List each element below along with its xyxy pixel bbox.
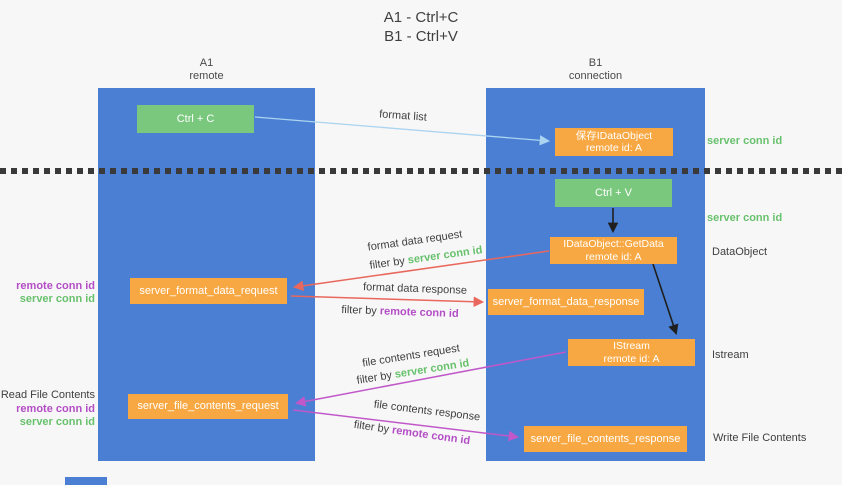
label-write-file-contents: Write File Contents	[713, 432, 807, 444]
label-server-conn-id-left-bottom: server conn id	[19, 416, 95, 428]
label-remote-conn-id-left-top: remote conn id	[16, 280, 95, 292]
label-remote-conn-id-left-bottom: remote conn id	[16, 403, 95, 415]
node-ctrl-v-label: Ctrl + V	[595, 186, 632, 199]
title-line-2: B1 - Ctrl+V	[384, 28, 458, 45]
node-server-file-contents-response-label: server_file_contents_response	[530, 432, 681, 445]
remote-conn-id-text-2: remote conn id	[391, 424, 471, 448]
label-server-conn-id-left-top: server conn id	[19, 293, 95, 305]
node-idataobject-getdata-line1: IDataObject::GetData	[563, 238, 664, 250]
label-filter-by-remote-conn-id-1: filter by remote conn id	[341, 304, 459, 320]
node-server-file-contents-response: server_file_contents_response	[524, 426, 687, 452]
node-istream-line2: remote id: A	[603, 352, 660, 365]
lifeline-header-b1: B1 connection	[486, 57, 705, 83]
label-filter-by-remote-conn-id-2: filter by remote conn id	[353, 419, 471, 447]
bottom-left-blue-strip	[65, 477, 107, 485]
label-server-conn-id-right-mid: server conn id	[707, 212, 783, 224]
lifeline-a1-title: A1	[199, 57, 214, 69]
label-read-file-contents: Read File Contents	[0, 389, 95, 401]
node-save-dataobject-line1: 保存IDataObject	[575, 129, 653, 142]
node-server-format-data-request: server_format_data_request	[130, 278, 287, 304]
lifeline-header-a1: A1 remote	[98, 57, 315, 83]
node-save-dataobject: 保存IDataObject remote id: A	[555, 128, 673, 156]
node-server-file-contents-request-label: server_file_contents_request	[137, 400, 279, 412]
node-ctrl-c-label: Ctrl + C	[176, 112, 215, 125]
label-istream: Istream	[712, 349, 749, 361]
label-format-list: format list	[378, 108, 428, 124]
label-file-contents-response: file contents response	[373, 398, 481, 424]
node-idataobject-getdata: IDataObject::GetData remote id: A	[550, 237, 677, 264]
node-server-file-contents-request: server_file_contents_request	[128, 394, 288, 419]
label-server-conn-id-right-top: server conn id	[707, 135, 783, 147]
lifeline-b1-title: B1	[588, 57, 603, 69]
node-save-dataobject-line2: remote id: A	[585, 142, 643, 154]
remote-conn-id-text-1: remote conn id	[379, 305, 459, 321]
node-ctrl-v: Ctrl + V	[555, 179, 672, 207]
filter-by-text-4: filter by	[353, 418, 390, 436]
phase-separator-dashed-line	[0, 168, 842, 174]
node-server-format-data-request-label: server_format_data_request	[139, 284, 278, 297]
lifeline-b1-subtitle: connection	[568, 70, 623, 82]
filter-by-text-3: filter by	[355, 369, 393, 387]
lifeline-a1-subtitle: remote	[189, 70, 224, 82]
filter-by-text-2: filter by	[341, 303, 378, 318]
node-istream-line1: IStream	[613, 340, 650, 352]
server-conn-id-text-1: server conn id	[407, 244, 484, 267]
node-ctrl-c: Ctrl + C	[137, 105, 254, 133]
node-istream: IStream remote id: A	[568, 339, 695, 366]
node-server-format-data-response: server_format_data_response	[488, 289, 644, 315]
label-format-data-response: format data response	[362, 281, 468, 297]
title-line-1: A1 - Ctrl+C	[383, 9, 459, 26]
arrow-format-data-response	[290, 295, 485, 307]
diagram-title: A1 - Ctrl+C B1 - Ctrl+V	[0, 8, 842, 46]
node-idataobject-getdata-line2: remote id: A	[585, 250, 642, 263]
node-server-format-data-response-label: server_format_data_response	[492, 295, 640, 308]
filter-by-text-1: filter by	[368, 255, 406, 272]
label-dataobject: DataObject	[712, 246, 768, 258]
